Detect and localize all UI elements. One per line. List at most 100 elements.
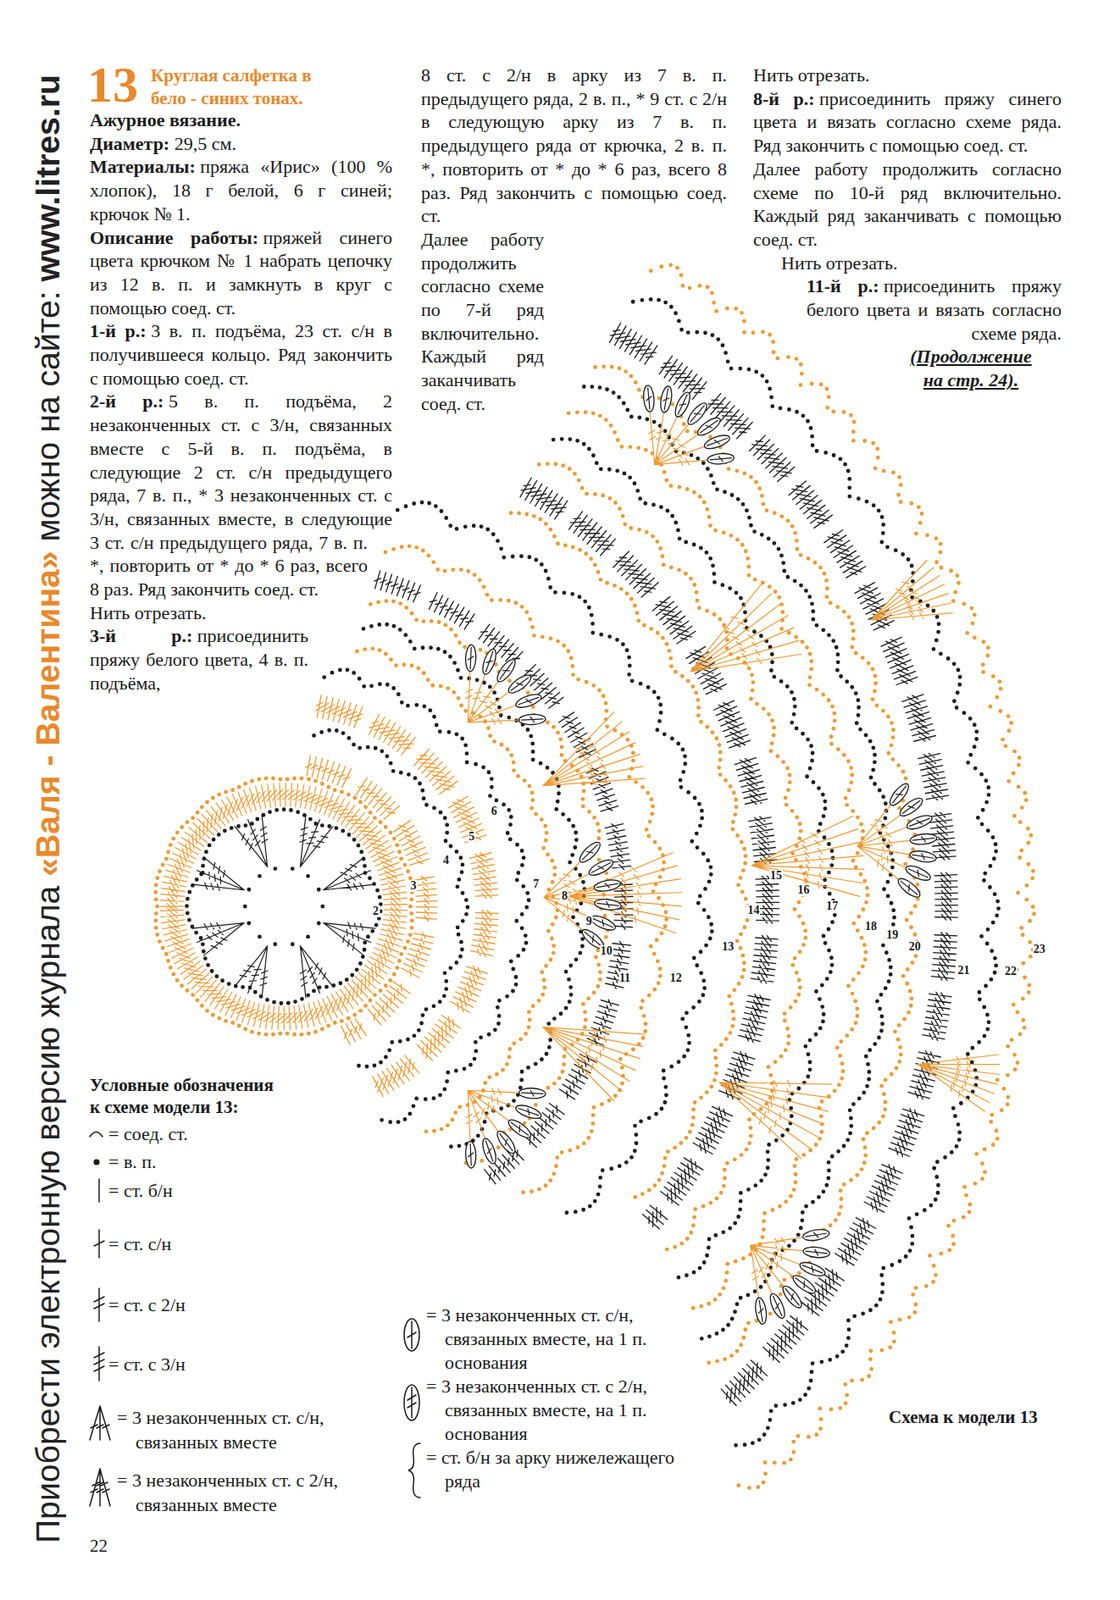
run-in-heading: 11-й р.: (806, 275, 880, 297)
cluster-oval (588, 913, 618, 934)
cluster-oval (505, 1116, 533, 1141)
cluster-oval (672, 390, 694, 419)
cluster-oval (593, 878, 621, 894)
cluster-oval-outline (905, 813, 935, 832)
watermark-text: можно на сайте: (29, 290, 67, 542)
cluster-oval-post (596, 900, 620, 910)
stitch-posts (543, 861, 595, 931)
paragraph: 2-й р.:5 в. п. подъёма, 2 незаконченных … (89, 389, 394, 601)
slip-stitch-symbol (89, 1132, 103, 1138)
text-wrap-spacer (392, 108, 394, 538)
cluster-oval-post (782, 1286, 802, 1309)
chain-stitches (354, 646, 560, 1134)
oval-cluster-dc-symbol (404, 1319, 420, 1352)
run-in-heading: Материалы: (89, 155, 196, 178)
cluster-oval-post (911, 852, 935, 862)
paragraph: 1-й р.:3 в. п. подъёма, 23 ст. с/н в пол… (89, 319, 394, 390)
run-in-heading: Диаметр: (89, 133, 170, 155)
run-in-heading: 1-й р.: (89, 320, 147, 342)
run-in-heading: 8-й р.: (753, 88, 816, 110)
cluster-oval (465, 644, 477, 672)
body-text: 29,5 см. (174, 133, 237, 155)
run-in-heading: Ажурное вязание. (89, 109, 241, 131)
cluster-oval-outline (480, 647, 500, 677)
stitch-posts (520, 477, 779, 1230)
cluster-oval-outline (514, 692, 544, 711)
cluster-oval (905, 813, 935, 832)
cluster-oval-outline (659, 385, 674, 414)
cluster-oval (659, 385, 674, 414)
cluster-oval-post (698, 417, 721, 436)
paragraph: Нить отрезать. (781, 251, 1062, 276)
cluster-oval-post (770, 1294, 785, 1318)
cluster-tr-symbol (89, 1469, 111, 1507)
stitch-posts (870, 560, 953, 620)
paragraph: Описание работы:пряжей синего цвета крюч… (89, 226, 394, 321)
stitch-posts (719, 1080, 832, 1159)
chain-stitches (593, 364, 921, 1365)
cluster-oval (493, 657, 518, 685)
cluster-oval-post (900, 798, 923, 816)
row-number: 13 (720, 941, 735, 954)
cluster-dc-symbol (89, 1406, 111, 1441)
cluster-oval (518, 1087, 546, 1099)
cluster-oval-outline (802, 1228, 831, 1243)
legend-entry: = 3 незаконченных ст. с/н, связанных вме… (426, 1303, 691, 1376)
body-text: 8 ст. с 2/н в арку из 7 в. п. предыдущег… (421, 64, 727, 227)
cluster-oval (514, 692, 544, 711)
cluster-oval-post (521, 1090, 544, 1098)
cluster-oval-post (675, 393, 691, 416)
cluster-oval (593, 898, 621, 912)
cluster-oval-post (792, 1275, 816, 1294)
cluster-oval (465, 1141, 477, 1169)
cluster-oval-post (516, 694, 540, 709)
cluster-oval-outline (593, 878, 621, 894)
row-number: 12 (669, 972, 683, 985)
cluster-oval-outline (587, 857, 616, 879)
body-text: Нить отрезать. (753, 64, 870, 86)
stitch-posts (609, 322, 958, 1406)
run-in-heading: 3-й р.: (89, 625, 193, 647)
row-number: 16 (796, 884, 810, 897)
row-number: 7 (532, 878, 540, 891)
watermark-text: www.litres.ru (29, 74, 67, 282)
row-number: 20 (908, 941, 922, 954)
body-text: Далее работу продолжить согласно схеме п… (421, 228, 544, 415)
chain-stitches (383, 543, 670, 1195)
row-number: 23 (1032, 943, 1047, 956)
stitch-posts (160, 782, 408, 1031)
text-wrap-spacer (308, 608, 394, 676)
cluster-oval-post (644, 387, 654, 411)
paragraph: Далее работу продолжить согласно схеме п… (421, 227, 544, 416)
stitch-posts (569, 852, 682, 933)
stitch-posts (917, 1054, 999, 1112)
paragraph: 3-й р.:присоединить пряжу белого цвета, … (89, 624, 394, 695)
cluster-oval-post (898, 878, 920, 898)
row-number: 8 (560, 890, 569, 903)
oval-cluster-dc-symbol (407, 1321, 416, 1349)
row-number: 10 (599, 945, 614, 958)
cluster-oval-post (497, 1131, 516, 1154)
oval-cluster-tr-symbol (407, 1387, 416, 1419)
cluster-oval-post (906, 865, 930, 881)
cluster-oval-outline (897, 795, 925, 820)
cluster-oval-post (756, 1299, 766, 1323)
paragraph: Далее работу продолжить согласно схеме п… (753, 157, 1062, 252)
body-text: 5 в. п. подъёма, 2 незаконченных ст. с 3… (89, 390, 393, 600)
cluster-oval-outline (514, 1103, 544, 1122)
legend-entry: = ст. б/н за арку нижележащего ряда (426, 1446, 691, 1494)
legend-symbol-group (89, 1132, 421, 1508)
cluster-oval-post (705, 435, 729, 450)
chain-stitches (648, 263, 1037, 1491)
cluster-oval-post (482, 1139, 497, 1163)
stitch-posts (750, 1237, 804, 1299)
cluster-oval (505, 671, 533, 696)
cluster-oval-outline (593, 898, 621, 912)
cluster-oval (767, 1291, 788, 1321)
stitch-posts (305, 755, 438, 1045)
cluster-oval-post (466, 1143, 474, 1167)
body-text: Нить отрезать. (781, 252, 898, 274)
stitch-posts (465, 671, 520, 725)
paragraph: Нить отрезать. (89, 601, 394, 626)
cluster-oval-outline (518, 714, 546, 726)
